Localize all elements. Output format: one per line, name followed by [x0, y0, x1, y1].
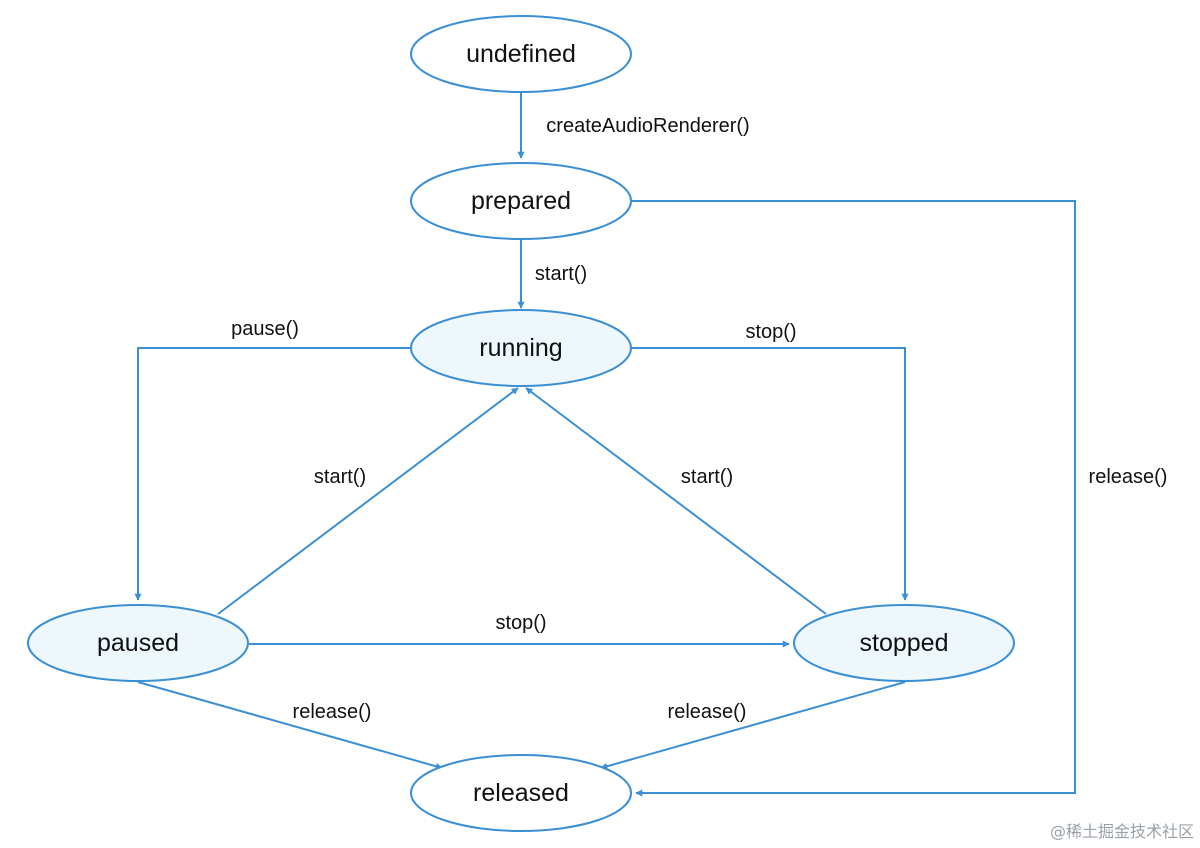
state-paused-label: paused: [97, 629, 179, 657]
edge-prepared-to-released: [632, 200, 1076, 797]
label-running-pause: pause(): [231, 318, 299, 340]
state-stopped-label: stopped: [860, 629, 949, 657]
label-prepared-start: start(): [535, 263, 587, 285]
edge-stopped-to-running: [525, 387, 827, 615]
state-released-label: released: [473, 779, 569, 807]
label-create-audio-renderer: createAudioRenderer(): [546, 115, 749, 137]
state-undefined: undefined: [410, 15, 632, 93]
edge-running-to-paused: [134, 347, 411, 601]
edge-paused-to-released: [137, 681, 443, 770]
state-prepared: prepared: [410, 162, 632, 240]
label-running-stop: stop(): [745, 321, 796, 343]
edge-paused-to-running: [217, 387, 519, 615]
label-stopped-start: start(): [681, 466, 733, 488]
state-running-label: running: [479, 334, 562, 362]
state-prepared-label: prepared: [471, 187, 571, 215]
edge-running-to-stopped: [632, 347, 909, 601]
label-paused-stop: stop(): [495, 612, 546, 634]
label-paused-start: start(): [314, 466, 366, 488]
state-paused: paused: [27, 604, 249, 682]
state-released: released: [410, 754, 632, 832]
label-prepared-release: release(): [1089, 466, 1168, 488]
edge-stopped-to-released: [600, 681, 906, 770]
label-paused-release: release(): [293, 701, 372, 723]
watermark-text: @稀土掘金技术社区: [1049, 822, 1194, 841]
state-undefined-label: undefined: [466, 40, 576, 68]
state-running: running: [410, 309, 632, 387]
label-stopped-release: release(): [668, 701, 747, 723]
state-stopped: stopped: [793, 604, 1015, 682]
